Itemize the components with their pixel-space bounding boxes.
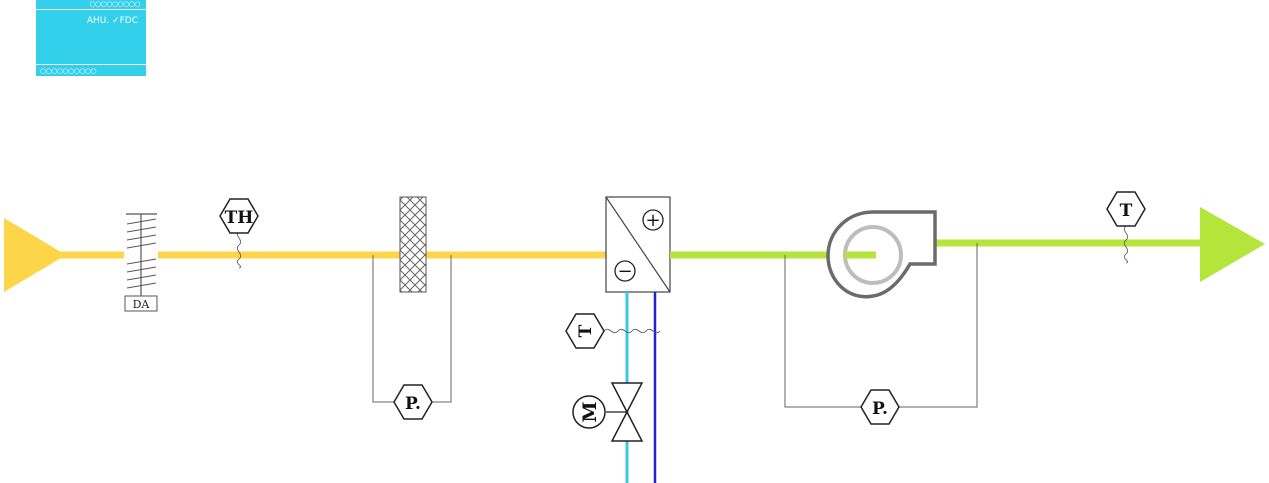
sensor-label-pressure: P.: [872, 399, 888, 419]
coil-cooling-symbol: [614, 260, 636, 282]
damper-actuator-box: [124, 295, 158, 312]
fan-pressure-tubing-return: [898, 243, 978, 408]
coil-diagonal: [605, 196, 671, 293]
coil-heating-sign: +: [645, 210, 660, 231]
controller-top-strip: ○○○○○○○○○: [36, 0, 146, 10]
control-valve[interactable]: M: [572, 382, 644, 442]
supply-air-outlet-arrow: [1200, 207, 1265, 282]
filter-media: [399, 196, 427, 293]
supply-air-duct: [670, 207, 1265, 282]
sensor-probe-wire: [236, 230, 242, 269]
coil-water-temperature-sensor[interactable]: T: [565, 313, 661, 349]
coil-cooling-sign: −: [617, 261, 632, 282]
sensor-probe-wire: [603, 328, 661, 334]
sensor-hexagon: [565, 313, 605, 349]
sensor-probe-wire: [1123, 225, 1129, 264]
sensor-hexagon: [393, 384, 433, 420]
sensor-hexagon: [1106, 191, 1146, 227]
controller-label: AHU. ✓FDC: [86, 16, 138, 26]
heating-cooling-coil[interactable]: + −: [605, 196, 671, 293]
controller-bottom-indicators: ○○○○○○○○○○: [40, 67, 97, 75]
coil-heating-symbol: [642, 209, 664, 231]
damper[interactable]: DA: [124, 213, 158, 312]
valve-body-lower: [610, 410, 644, 442]
controller-bottom-strip: ○○○○○○○○○○: [36, 64, 146, 77]
humidity-temperature-sensor[interactable]: TH: [219, 198, 259, 269]
sensor-hexagon: [219, 198, 259, 234]
sensor-label-pressure: P.: [405, 394, 421, 414]
sensor-hexagon: [860, 389, 900, 425]
filter-differential-pressure[interactable]: P.: [372, 255, 452, 420]
sensor-label-t: T: [576, 324, 596, 337]
outside-air-duct: [4, 218, 606, 292]
outside-air-inlet-arrow: [4, 218, 66, 292]
supply-air-temperature-sensor[interactable]: T: [1106, 191, 1146, 264]
fan-differential-pressure[interactable]: P.: [784, 243, 978, 425]
sensor-label-t: T: [1120, 201, 1133, 221]
supply-fan[interactable]: [826, 210, 937, 299]
valve-body-upper: [610, 382, 644, 414]
filter-pressure-tubing: [372, 255, 396, 403]
valve-motor-label: M: [579, 401, 601, 422]
controller-top-indicators: ○○○○○○○○○: [89, 0, 141, 8]
filter-pressure-tubing-return: [432, 255, 452, 403]
damper-actuator-label: DA: [133, 298, 151, 311]
valve-motor-icon: [572, 395, 606, 429]
filter[interactable]: [399, 196, 427, 293]
fan-pressure-tubing: [784, 255, 863, 408]
ahu-controller[interactable]: ○○○○○○○○○ AHU. ✓FDC ○○○○○○○○○○: [36, 0, 146, 76]
sensor-label-th: TH: [225, 208, 254, 228]
